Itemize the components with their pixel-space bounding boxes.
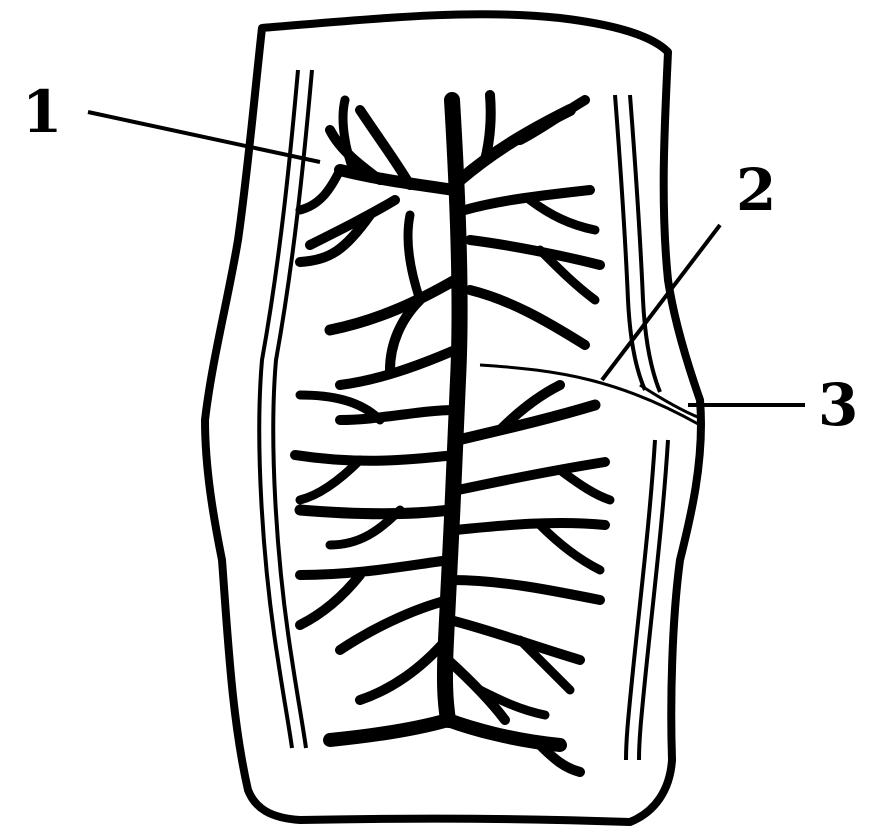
label-1: 1 [22, 78, 62, 146]
label-3: 3 [818, 371, 858, 439]
left-wall-lines [259, 70, 312, 748]
callout-line-2 [602, 225, 720, 380]
callout-lines [88, 112, 805, 405]
label-2: 2 [736, 156, 776, 224]
callout-line-1 [88, 112, 320, 162]
